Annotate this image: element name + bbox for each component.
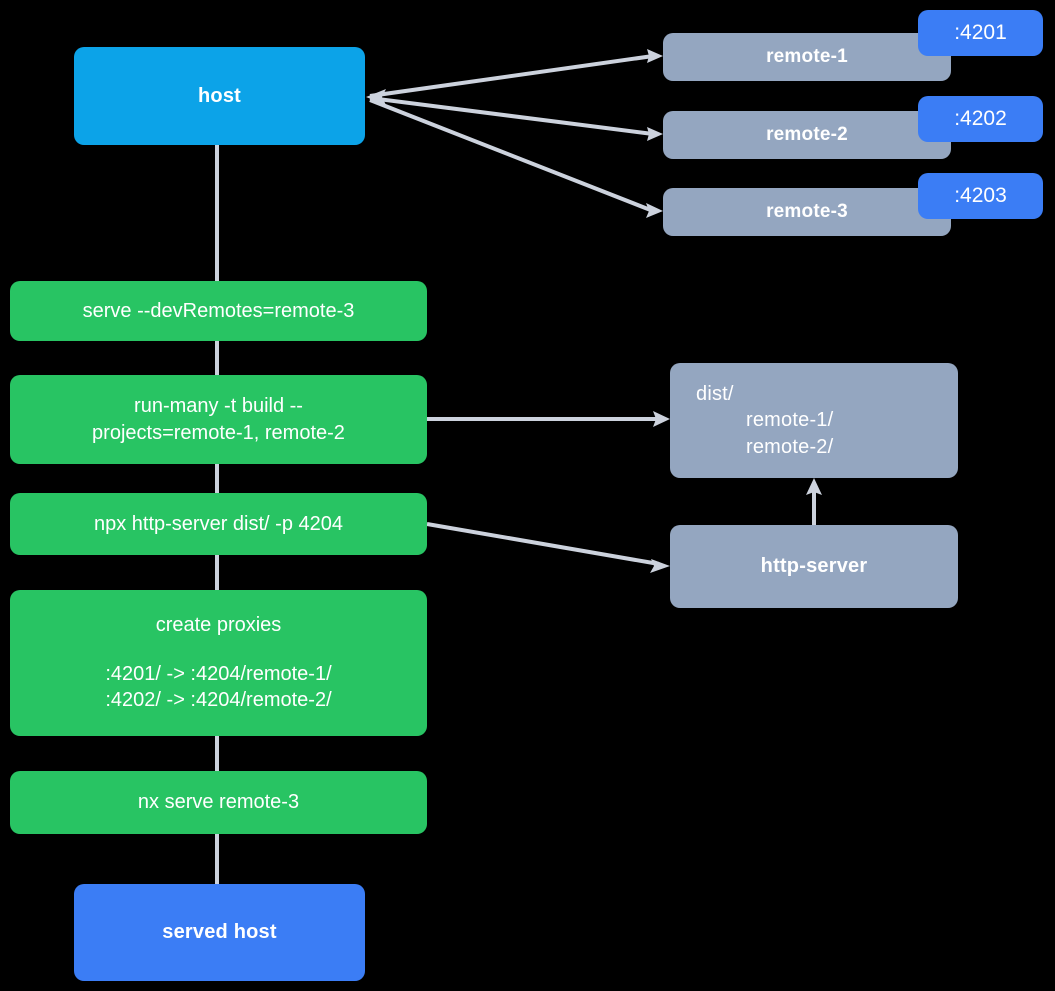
port-badge-remote-3-label: :4203	[954, 184, 1007, 207]
edge-host-to-remote-1	[369, 54, 654, 98]
port-badge-remote-2-label: :4202	[954, 107, 1007, 130]
node-remote-3-label: remote-3	[766, 201, 848, 223]
node-dist-line-3: remote-2/	[746, 435, 834, 458]
edge-npx-to-httpserver	[426, 522, 660, 566]
command-npx-http-server[interactable]: npx http-server dist/ -p 4204	[10, 493, 427, 555]
command-create-proxies-title: create proxies	[155, 614, 282, 637]
arrowhead-remote-3	[646, 203, 663, 218]
port-badge-remote-1-label: :4201	[954, 21, 1007, 44]
edge-host-to-remote-2	[369, 96, 654, 136]
node-http-server-label: http-server	[760, 555, 868, 578]
node-remote-2[interactable]: remote-2	[663, 111, 951, 159]
node-dist[interactable]: dist/ remote-1/ remote-2/	[670, 363, 958, 478]
node-host-label: host	[197, 84, 242, 107]
command-create-proxies[interactable]: create proxies :4201/ -> :4204/remote-1/…	[10, 590, 427, 736]
port-badge-remote-2: :4202	[918, 96, 1043, 142]
node-dist-line-2: remote-1/	[746, 409, 834, 432]
command-run-many-build[interactable]: run-many -t build -- projects=remote-1, …	[10, 375, 427, 464]
command-create-proxies-line-1: :4201/ -> :4204/remote-1/	[105, 662, 332, 685]
node-remote-2-label: remote-2	[766, 124, 848, 146]
command-serve-devremotes-line-1: serve --devRemotes=remote-3	[82, 299, 355, 322]
command-create-proxies-line-2: :4202/ -> :4204/remote-2/	[105, 689, 332, 712]
node-host[interactable]: host	[74, 47, 365, 145]
command-run-many-build-line-1: run-many -t build --	[134, 395, 303, 418]
port-badge-remote-3: :4203	[918, 173, 1043, 219]
arrowhead-httpserver	[650, 559, 670, 573]
node-remote-1-label: remote-1	[766, 46, 848, 68]
arrowhead-dist-from-runmany	[653, 411, 670, 427]
command-serve-devremotes[interactable]: serve --devRemotes=remote-3	[10, 281, 427, 341]
command-npx-http-server-line-1: npx http-server dist/ -p 4204	[93, 512, 343, 535]
node-remote-3[interactable]: remote-3	[663, 188, 951, 236]
node-dist-line-1: dist/	[696, 382, 734, 405]
node-http-server[interactable]: http-server	[670, 525, 958, 608]
node-served-host[interactable]: served host	[74, 884, 365, 981]
command-nx-serve-remote-3[interactable]: nx serve remote-3	[10, 771, 427, 834]
command-nx-serve-remote-3-line-1: nx serve remote-3	[137, 791, 300, 814]
arrowhead-dist-from-httpserver	[806, 478, 822, 495]
command-run-many-build-line-2: projects=remote-1, remote-2	[92, 421, 345, 444]
arrowhead-host-inbound	[366, 89, 386, 105]
edge-host-to-remote-3	[369, 98, 654, 213]
arrowhead-remote-2	[647, 127, 663, 141]
node-served-host-label: served host	[162, 921, 277, 944]
node-remote-1[interactable]: remote-1	[663, 33, 951, 81]
port-badge-remote-1: :4201	[918, 10, 1043, 56]
arrowhead-remote-1	[647, 49, 663, 63]
